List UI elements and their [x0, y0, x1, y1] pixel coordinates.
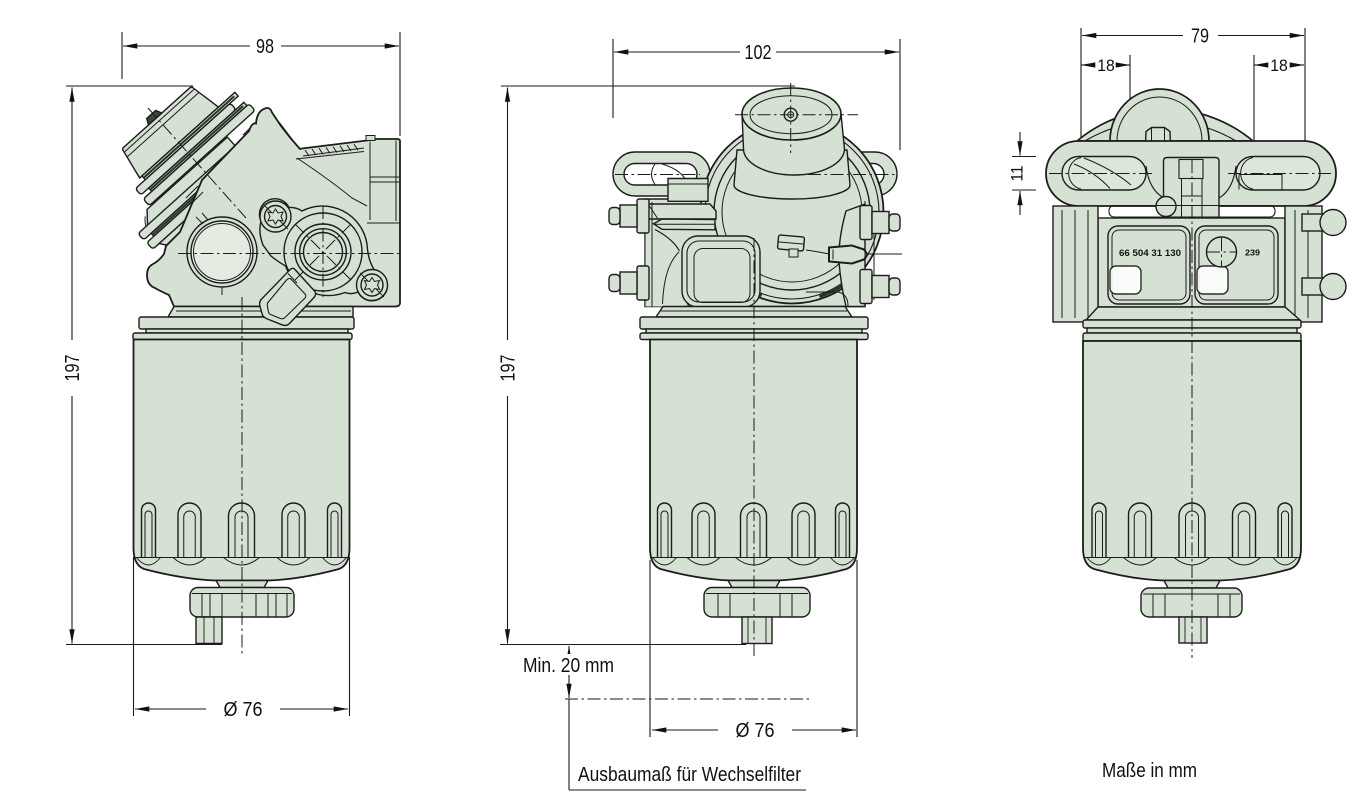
svg-text:11: 11	[1008, 166, 1027, 182]
svg-text:66 504 31 130: 66 504 31 130	[1119, 248, 1181, 259]
svg-text:Maße in mm: Maße in mm	[1102, 760, 1197, 782]
svg-text:Min. 20 mm: Min. 20 mm	[523, 655, 614, 677]
svg-text:239: 239	[1245, 248, 1260, 258]
svg-text:18: 18	[1097, 56, 1115, 75]
svg-text:18: 18	[1270, 56, 1288, 75]
svg-text:197: 197	[62, 355, 84, 382]
svg-text:98: 98	[256, 36, 274, 58]
svg-text:Ø 76: Ø 76	[736, 720, 775, 742]
svg-text:197: 197	[498, 355, 520, 382]
svg-text:79: 79	[1191, 26, 1209, 48]
svg-text:Ø 76: Ø 76	[224, 699, 263, 721]
svg-text:102: 102	[745, 42, 772, 64]
svg-text:Ausbaumaß für Wechselfilter: Ausbaumaß für Wechselfilter	[578, 764, 801, 786]
